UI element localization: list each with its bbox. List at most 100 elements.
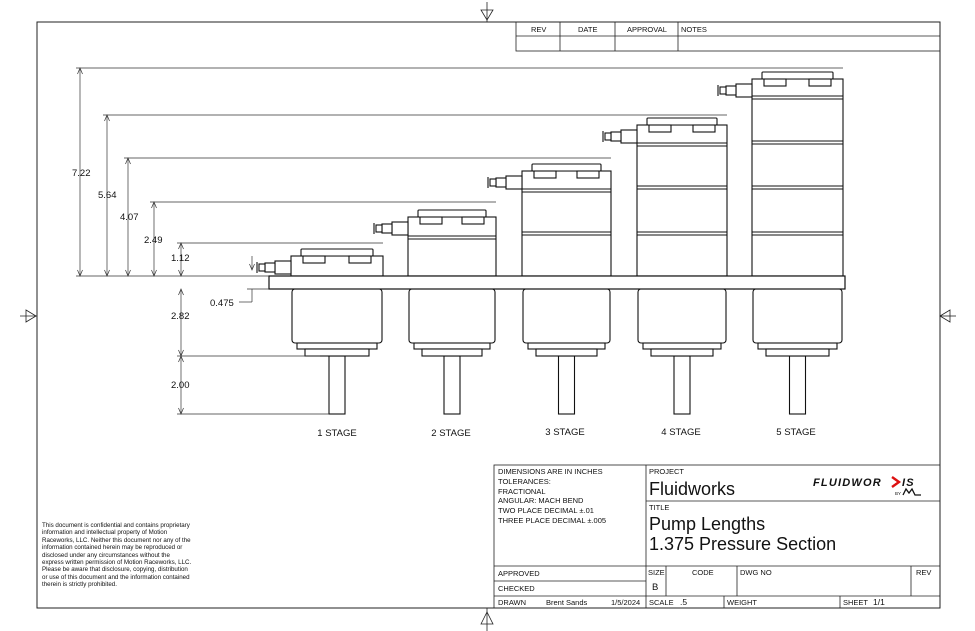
inlet-nut [381, 223, 393, 234]
center-mark-right [939, 309, 956, 323]
pump-lower-body [637, 288, 727, 344]
dimension-top-5 [177, 242, 383, 277]
center-mark-top [480, 2, 494, 22]
notes-header: NOTES [681, 25, 707, 34]
pump-collar [642, 342, 722, 350]
pump-housing [636, 124, 728, 277]
stage-label-4: 4 STAGE [661, 427, 700, 438]
pump-collar [527, 342, 606, 350]
inlet-nipple [375, 224, 383, 233]
pump-cap-notch [461, 216, 485, 225]
dwg-no-label: DWG NO [740, 568, 772, 577]
pump-stage-2 [373, 209, 497, 415]
rev-label: REV [916, 568, 931, 577]
scale-value: .5 [680, 597, 687, 607]
pump-lower-body [522, 288, 611, 344]
pump-cap-notch [648, 124, 672, 133]
scale-label: SCALE [649, 598, 674, 607]
logo-chevron-icon [891, 476, 902, 488]
drawn-date: 1/5/2024 [611, 598, 640, 607]
dim-label-2-82: 2.82 [171, 311, 190, 322]
title-label: TITLE [649, 503, 669, 512]
project-label: PROJECT [649, 467, 684, 476]
pump-collar-lower [535, 348, 598, 357]
pump-stage-5 [717, 71, 844, 415]
title-line-2: 1.375 Pressure Section [649, 534, 836, 554]
pump-stage-4 [602, 117, 728, 415]
center-mark-left [20, 309, 37, 323]
inlet-nut [725, 85, 737, 96]
tolerance-line-2: TOLERANCES: [498, 477, 551, 486]
pump-cap [417, 209, 487, 218]
sheet-border [36, 21, 941, 609]
stage-label-5: 5 STAGE [776, 427, 815, 438]
pump-cap-notch [302, 255, 326, 264]
tolerance-line-1: DIMENSIONS ARE IN INCHES [498, 467, 603, 476]
inlet-nipple [604, 132, 612, 141]
project-value: Fluidworks [649, 479, 735, 499]
inlet-nut [610, 131, 622, 142]
sheet-value: 1/1 [873, 597, 885, 607]
pump-collar [413, 342, 491, 350]
dim-label-1-12: 1.12 [171, 253, 190, 264]
inlet-fitting [735, 83, 753, 98]
inlet-fitting [620, 129, 638, 144]
pump-cap-notch [692, 124, 716, 133]
logo-m-icon [902, 487, 921, 496]
pump-shaft [788, 355, 807, 415]
pump-lower-body [752, 288, 843, 344]
flange-plate [268, 275, 846, 290]
logo-suffix: IS [902, 477, 915, 489]
drawn-by: Brent Sands [546, 598, 588, 607]
pump-cap-notch [576, 170, 600, 179]
dimension-flange-offset [239, 256, 269, 303]
inlet-nut [495, 177, 507, 188]
dim-label-2-00: 2.00 [171, 380, 190, 391]
pump-cap-notch [419, 216, 443, 225]
pump-cap [646, 117, 718, 126]
dimension-lines [76, 67, 843, 415]
tolerance-line-5: TWO PLACE DECIMAL ±.01 [498, 506, 594, 515]
pump-cap [300, 248, 374, 257]
pump-stage-3 [487, 163, 612, 415]
pump-shaft [443, 355, 461, 415]
sheet-label: SHEET [843, 598, 868, 607]
tolerance-line-6: THREE PLACE DECIMAL ±.005 [498, 516, 606, 525]
logo-wordmark: FLUIDWOR [813, 477, 882, 489]
dim-label-0-475: 0.475 [210, 298, 234, 309]
pump-collar [757, 342, 838, 350]
pump-housing [407, 216, 497, 277]
code-label: CODE [692, 568, 714, 577]
tolerance-line-3: FRACTIONAL [498, 487, 546, 496]
date-header: DATE [578, 25, 597, 34]
approval-header: APPROVAL [627, 25, 667, 34]
dim-label-2-49: 2.49 [144, 235, 163, 246]
logo-by: BY [895, 491, 901, 496]
pump-collar-lower [765, 348, 830, 357]
inlet-nipple [489, 178, 497, 187]
tolerance-notes: DIMENSIONS ARE IN INCHES TOLERANCES: FRA… [498, 467, 606, 525]
rev-header: REV [531, 25, 546, 34]
pump-shaft [673, 355, 691, 415]
pump-housing [521, 170, 612, 277]
stage-label-3: 3 STAGE [545, 427, 584, 438]
pump-collar-lower [650, 348, 714, 357]
dim-label-5-64: 5.64 [98, 190, 117, 201]
pump-cap-notch [348, 255, 372, 264]
dim-label-4-07: 4.07 [120, 212, 139, 223]
stage-label-1: 1 STAGE [317, 428, 356, 439]
confidentiality-notice: This document is confidential and contai… [42, 522, 192, 589]
pump-stage-1 [256, 248, 384, 415]
inlet-nipple [719, 86, 727, 95]
weight-label: WEIGHT [727, 598, 757, 607]
pump-housing [751, 78, 844, 277]
title-line-1: Pump Lengths [649, 514, 765, 534]
pump-cap-notch [533, 170, 557, 179]
inlet-nipple [258, 263, 266, 272]
pump-shaft [328, 355, 346, 415]
dimension-lower-body [177, 288, 320, 357]
pump-lower-body [291, 288, 383, 344]
company-logo: FLUIDWOR IS BY [813, 476, 921, 496]
approved-label: APPROVED [498, 569, 540, 578]
